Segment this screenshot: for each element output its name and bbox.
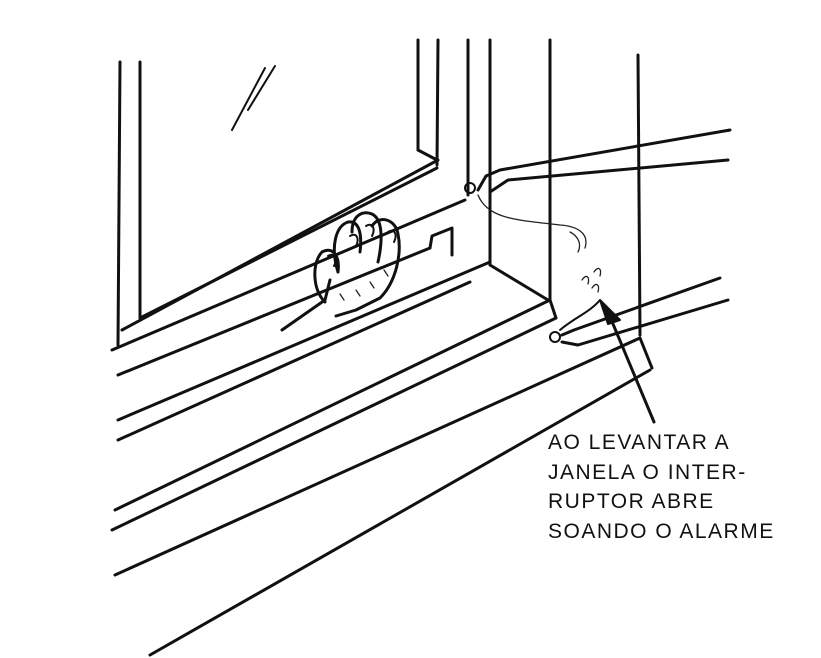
upper-contact-icon — [464, 128, 732, 253]
window-sill — [110, 298, 654, 657]
caption-line-1: AO LEVANTAR A — [548, 431, 731, 454]
switch-spark-icon — [581, 267, 602, 293]
caption-line-3: RUPTOR ABRE — [548, 490, 715, 513]
window-sash — [110, 198, 492, 442]
window-frame — [116, 38, 642, 347]
caption-line-4: SOANDO O ALARME — [548, 519, 775, 543]
alarm-caption: AO LEVANTAR A JANELA O INTER- RUPTOR ABR… — [548, 428, 818, 546]
caption-line-2: JANELA O INTER- — [548, 460, 747, 484]
lower-contact-icon — [549, 276, 730, 347]
hand-icon — [280, 211, 401, 332]
glass-reflection — [231, 65, 276, 131]
pointer-arrow-icon — [599, 299, 656, 424]
